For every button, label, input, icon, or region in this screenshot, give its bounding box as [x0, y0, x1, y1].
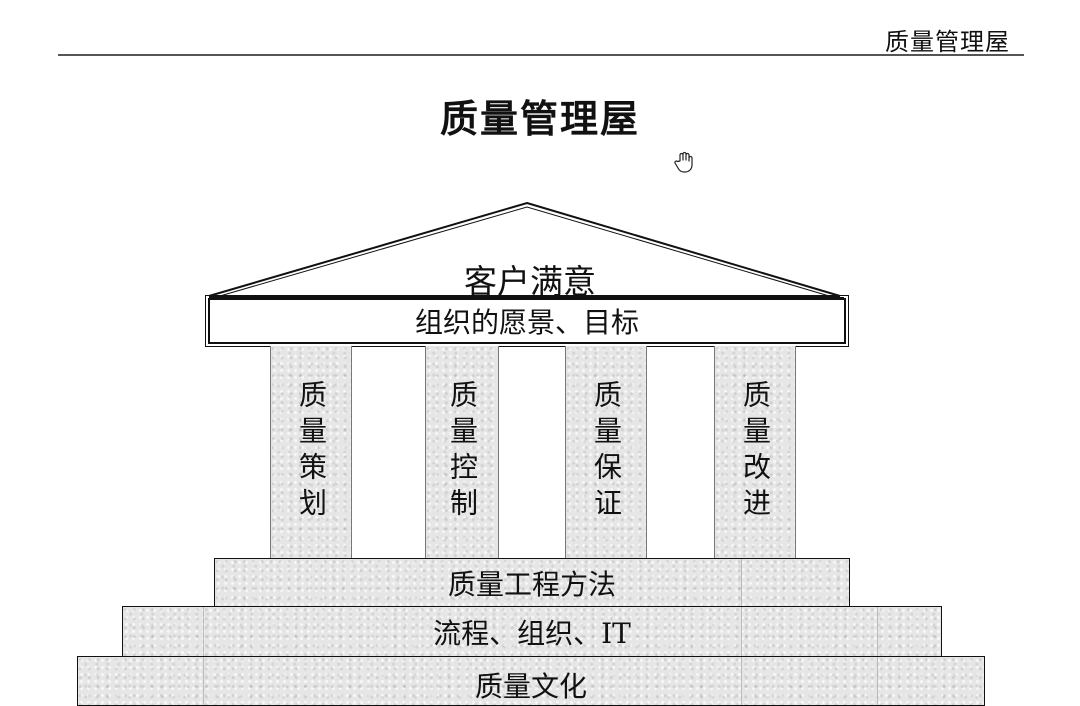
pillar-label: 质量控制 [446, 380, 479, 524]
step-divider [203, 657, 204, 705]
pillar-label: 质量策划 [295, 380, 328, 524]
step-divider [877, 607, 878, 656]
header-title: 质量管理屋 [885, 28, 1010, 56]
pillar-quality-improvement: 质量改进 [714, 346, 796, 558]
pillar-label: 质量改进 [739, 380, 772, 524]
hand-cursor-icon [674, 151, 693, 173]
step-divider [741, 657, 742, 705]
foundation-label: 质量工程方法 [447, 567, 616, 601]
pillar-label: 质量保证 [590, 380, 623, 524]
vision-label: 组织的愿景、目标 [414, 306, 639, 339]
step-divider [203, 607, 204, 656]
vision-bar: 组织的愿景、目标 [205, 295, 849, 347]
foundation-label: 质量文化 [474, 670, 587, 703]
diagram-title: 质量管理屋 [439, 97, 640, 141]
foundation-step-1: 质量工程方法 [214, 558, 850, 607]
roof-label: 客户满意 [464, 262, 596, 301]
pillar-quality-control: 质量控制 [425, 346, 499, 558]
foundation-step-2: 流程、组织、IT [122, 606, 942, 657]
header-divider [58, 54, 1024, 56]
step-divider [877, 657, 878, 705]
foundation-step-3: 质量文化 [77, 656, 985, 706]
roof-inner-line [212, 206, 837, 299]
step-divider [741, 607, 742, 656]
foundation-label: 流程、组织、IT [433, 616, 631, 650]
pillar-quality-planning: 质量策划 [270, 346, 352, 558]
step-divider [741, 559, 742, 606]
pillar-quality-assurance: 质量保证 [565, 346, 647, 558]
roof-triangle [208, 201, 841, 297]
